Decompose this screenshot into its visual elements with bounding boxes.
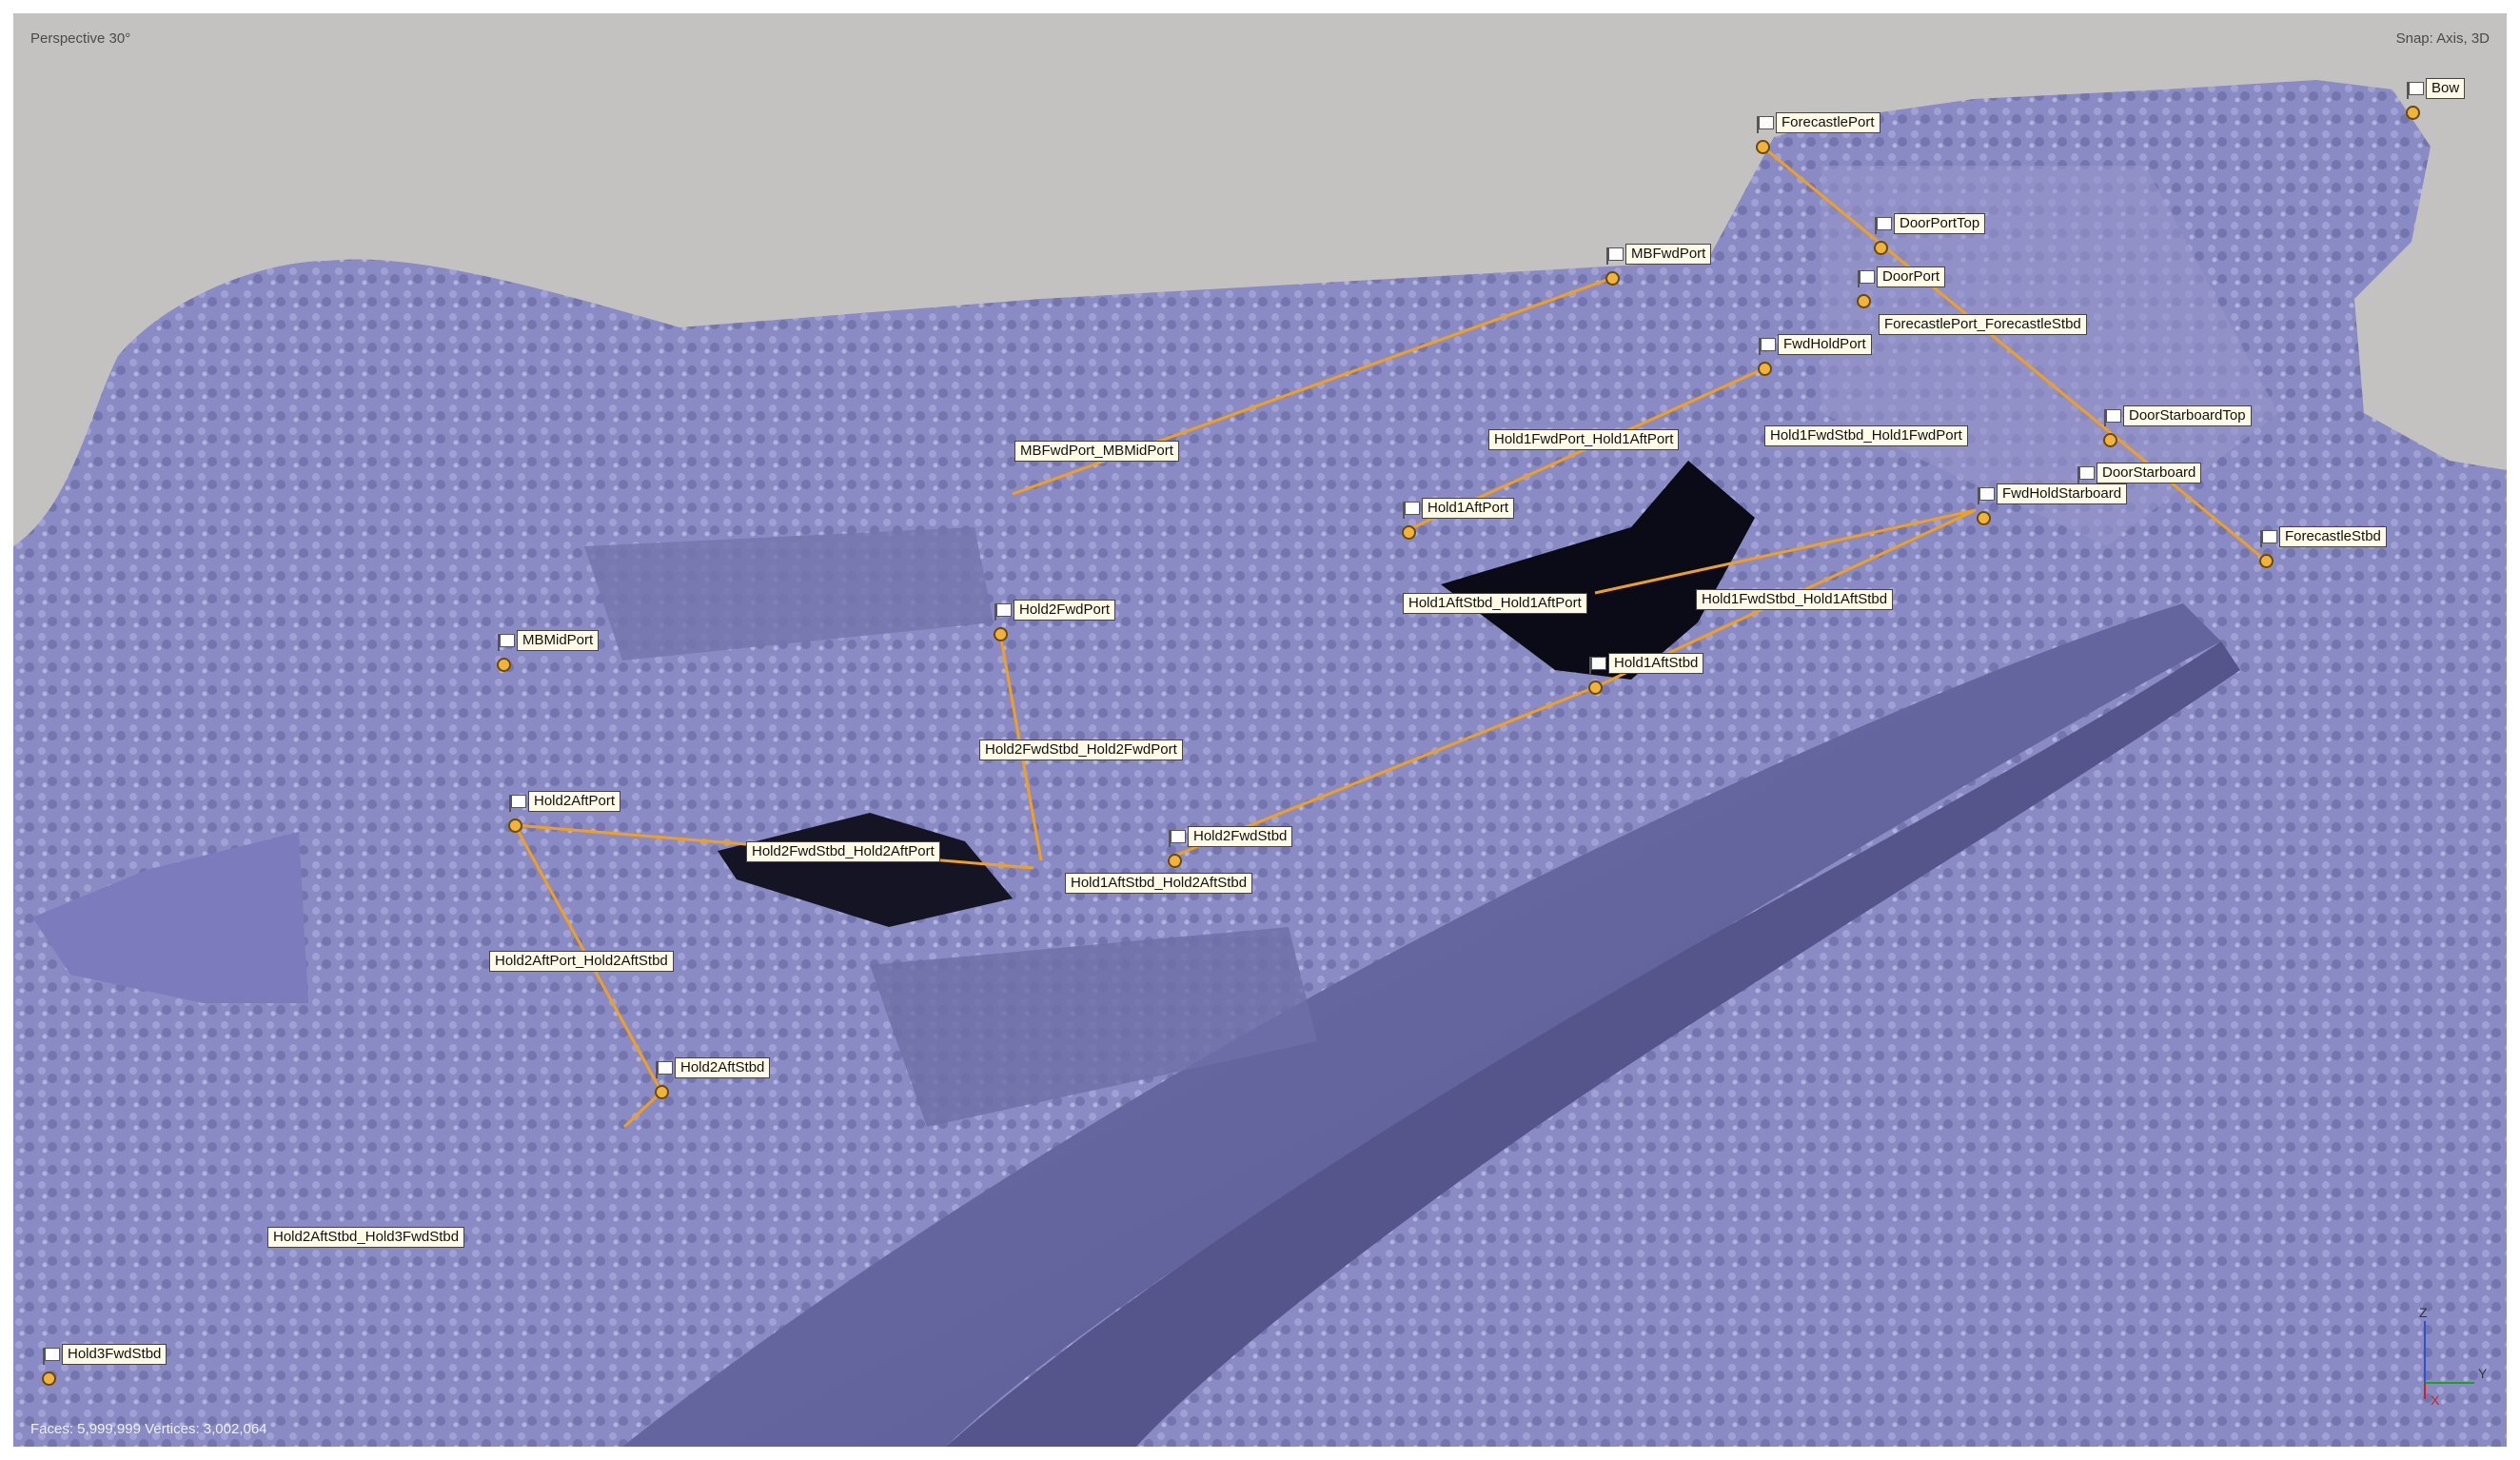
- snap-mode-label: Snap: Axis, 3D: [2395, 30, 2490, 47]
- marker-label: Hold2FwdStbd: [1188, 826, 1293, 847]
- distance-label-hold1-aft-stbd-hold2-aft-stbd[interactable]: Hold1AftStbd_Hold2AftStbd: [1065, 873, 1253, 894]
- x-axis-label: X: [2431, 1392, 2440, 1407]
- flag-icon: [509, 795, 526, 812]
- marker-label: FwdHoldStarboard: [1997, 483, 2128, 504]
- axis-gizmo: Z Y X: [2419, 1305, 2488, 1407]
- flag-icon: [43, 1348, 60, 1365]
- marker-label: FwdHoldPort: [1778, 334, 1872, 355]
- distance-label-hold2-fwd-stbd-aft-port[interactable]: Hold2FwdStbd_Hold2AftPort: [746, 841, 940, 862]
- marker-point[interactable]: [42, 1371, 56, 1386]
- y-axis-label: Y: [2478, 1366, 2488, 1381]
- hatch-coaming-1: [584, 527, 994, 661]
- distance-label-hold2-aft-port-aft-stbd[interactable]: Hold2AftPort_Hold2AftStbd: [489, 951, 674, 972]
- flag-icon: [2077, 466, 2095, 483]
- marker-label: Hold2FwdPort: [1014, 600, 1116, 621]
- marker-point[interactable]: [1588, 681, 1603, 695]
- distance-label-hold1-fwd-stbd-fwd-port[interactable]: Hold1FwdStbd_Hold1FwdPort: [1764, 425, 1968, 446]
- hull-band-shadow: [946, 641, 2240, 1447]
- flag-icon: [1858, 270, 1875, 287]
- marker-label: Bow: [2426, 78, 2466, 99]
- marker-label: MBMidPort: [517, 630, 600, 651]
- hatch-coaming-2: [870, 927, 1317, 1127]
- shipwreck-mesh[interactable]: [13, 13, 2507, 1447]
- marker-label: ForecastlePort: [1776, 112, 1880, 133]
- marker-point[interactable]: [994, 627, 1008, 641]
- marker-label: Hold1AftStbd: [1608, 653, 1704, 674]
- flag-icon: [1978, 487, 1995, 504]
- marker-point[interactable]: [2103, 433, 2117, 447]
- hull-band: [622, 603, 2221, 1447]
- marker-label: Hold2AftPort: [528, 791, 621, 812]
- marker-point[interactable]: [1977, 511, 1991, 525]
- distance-label-hold1-fwd-stbd-aft-stbd[interactable]: Hold1FwdStbd_Hold1AftStbd: [1696, 589, 1894, 610]
- mesh-stats-label: Faces: 5,999,999 Vertices: 3,002,064: [30, 1421, 267, 1437]
- flag-icon: [1606, 247, 1624, 265]
- marker-point[interactable]: [1857, 294, 1871, 308]
- flag-icon: [2104, 409, 2121, 426]
- distance-label-hold2-aft-stbd-hold3-fwd-stbd[interactable]: Hold2AftStbd_Hold3FwdStbd: [267, 1227, 465, 1248]
- flag-icon: [1759, 338, 1776, 355]
- marker-point[interactable]: [497, 658, 511, 672]
- flag-icon: [1757, 116, 1774, 133]
- distance-label-hold2-fwd-stbd-fwd-port[interactable]: Hold2FwdStbd_Hold2FwdPort: [979, 740, 1183, 760]
- flag-icon: [2407, 82, 2424, 99]
- marker-label: DoorPort: [1877, 266, 1946, 287]
- marker-point[interactable]: [2259, 554, 2274, 568]
- flag-icon: [2260, 530, 2277, 547]
- marker-label: ForecastleStbd: [2279, 526, 2387, 547]
- flag-icon: [1169, 830, 1186, 847]
- distance-label-hold1-fwd-port-aft-port[interactable]: Hold1FwdPort_Hold1AftPort: [1488, 429, 1680, 450]
- flag-icon: [1589, 657, 1606, 674]
- flag-icon: [1875, 217, 1892, 234]
- 3d-viewport[interactable]: Perspective 30° Snap: Axis, 3D Faces: 5,…: [13, 13, 2507, 1447]
- marker-point[interactable]: [1402, 525, 1416, 540]
- marker-label: Hold2AftStbd: [675, 1057, 771, 1078]
- camera-projection-label: Perspective 30°: [30, 30, 131, 47]
- marker-point[interactable]: [1758, 362, 1772, 376]
- marker-label: MBFwdPort: [1625, 244, 1712, 265]
- marker-point[interactable]: [1168, 854, 1182, 868]
- marker-point[interactable]: [1874, 241, 1888, 255]
- marker-label: DoorStarboardTop: [2123, 405, 2252, 426]
- flag-icon: [498, 634, 515, 651]
- forecastle-deck: [1821, 166, 2278, 546]
- marker-point[interactable]: [655, 1085, 669, 1099]
- marker-point[interactable]: [508, 819, 522, 833]
- flag-icon: [1403, 502, 1420, 519]
- distance-label-forecastle[interactable]: ForecastlePort_ForecastleStbd: [1879, 314, 2087, 335]
- marker-label: Hold3FwdStbd: [62, 1344, 167, 1365]
- distance-label-hold1-aft-stbd-aft-port[interactable]: Hold1AftStbd_Hold1AftPort: [1403, 593, 1587, 614]
- marker-point[interactable]: [2406, 106, 2420, 120]
- marker-point[interactable]: [1756, 140, 1770, 154]
- marker-label: DoorPortTop: [1894, 213, 1986, 234]
- hold1-opening: [1441, 461, 1755, 680]
- hold3-opening: [32, 832, 308, 1003]
- marker-label: DoorStarboard: [2097, 463, 2202, 483]
- marker-label: Hold1AftPort: [1422, 498, 1515, 519]
- z-axis-label: Z: [2419, 1305, 2428, 1320]
- distance-label-mb[interactable]: MBFwdPort_MBMidPort: [1014, 441, 1179, 462]
- flag-icon: [656, 1061, 673, 1078]
- flag-icon: [994, 603, 1012, 621]
- marker-point[interactable]: [1605, 271, 1620, 286]
